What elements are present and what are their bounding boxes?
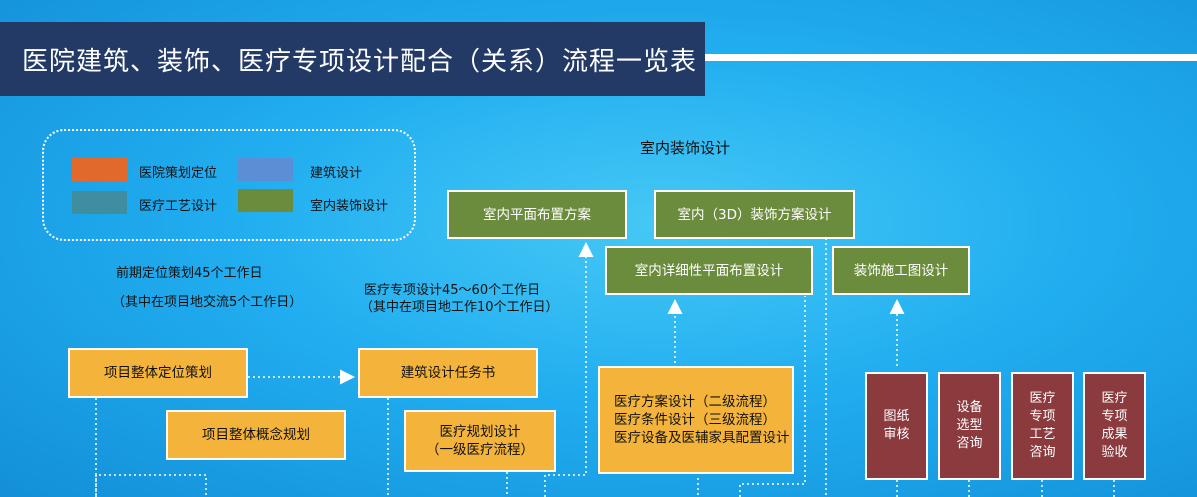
legend-label-architecture: 建筑设计 (310, 166, 363, 181)
box-drawing-review: 图纸 审核 (865, 372, 928, 480)
box-medical-plan: 医疗规划设计 （一级医疗流程） (404, 410, 556, 472)
box-equipment-selection: 设备 选型 咨询 (938, 372, 1001, 480)
connector-detailplan-loop (739, 296, 806, 497)
interior-section-title: 室内装饰设计 (640, 139, 731, 157)
box-medical-process-consult-line2: 专项 (1029, 409, 1056, 424)
medical-duration-note: 医疗专项设计45～60个工作日 (364, 283, 541, 298)
box-interior-plan-label: 室内平面布置方案 (483, 206, 591, 223)
legend-swatch-architecture (238, 158, 293, 181)
box-construction-drawing: 装饰施工图设计 (832, 246, 970, 295)
legend-swatch-interior (238, 189, 293, 212)
box-medical-process-consult: 医疗 专项 工艺 咨询 (1011, 372, 1074, 480)
box-concept-label: 项目整体概念规划 (202, 427, 310, 443)
legend-swatch-planning (72, 158, 127, 181)
box-interior-detail-plan: 室内详细性平面布置设计 (605, 246, 813, 295)
box-positioning: 项目整体定位策划 (68, 348, 248, 398)
legend: 医院策划定位 建筑设计 医疗工艺设计 室内装饰设计 (42, 129, 416, 241)
box-medical-result-accept-line4: 验收 (1101, 445, 1128, 460)
box-interior-plan: 室内平面布置方案 (447, 190, 627, 239)
box-positioning-label: 项目整体定位策划 (104, 365, 212, 381)
box-medical-result-accept-line2: 专项 (1101, 409, 1128, 424)
box-medical-result-accept-line3: 成果 (1101, 427, 1128, 442)
box-equipment-selection-line1: 设备 (956, 400, 983, 415)
box-drawing-review-line1: 图纸 (883, 409, 910, 424)
header-rule (705, 54, 1197, 61)
box-medical-plan-line1: 医疗规划设计 (439, 424, 521, 440)
medical-onsite-note: （其中在项目地工作10个工作日） (360, 300, 559, 315)
legend-label-planning: 医院策划定位 (139, 166, 218, 181)
box-task-book: 建筑设计任务书 (358, 348, 538, 398)
box-medical-process-consult-line1: 医疗 (1029, 391, 1056, 406)
legend-label-interior: 室内装饰设计 (310, 199, 389, 214)
page-title: 医院建筑、装饰、医疗专项设计配合（关系）流程一览表 (22, 46, 698, 77)
box-medical-result-accept: 医疗 专项 成果 验收 (1083, 372, 1146, 480)
box-drawing-review-line2: 审核 (883, 427, 910, 442)
box-interior-3d: 室内（3D）装饰方案设计 (654, 190, 855, 239)
title-banner: 医院建筑、装饰、医疗专项设计配合（关系）流程一览表 (0, 22, 705, 96)
box-medical-detail: 医疗方案设计（二级流程） 医疗条件设计（三级流程） 医疗设备及医辅家具配置设计 (598, 366, 794, 474)
preplan-duration-note: 前期定位策划45个工作日 (116, 266, 263, 281)
legend-swatch-medical (72, 191, 127, 214)
box-interior-detail-plan-label: 室内详细性平面布置设计 (634, 262, 784, 279)
box-medical-process-consult-line3: 工艺 (1029, 427, 1056, 442)
box-interior-3d-label: 室内（3D）装饰方案设计 (677, 206, 832, 223)
connector-to-interior-plan (544, 242, 594, 497)
box-medical-detail-line1: 医疗方案设计（二级流程） (614, 394, 776, 410)
box-construction-drawing-label: 装饰施工图设计 (853, 262, 949, 279)
box-medical-detail-line3: 医疗设备及医辅家具配置设计 (614, 430, 790, 446)
box-equipment-selection-line3: 咨询 (956, 436, 983, 451)
box-medical-detail-line2: 医疗条件设计（三级流程） (614, 412, 776, 428)
box-equipment-selection-line2: 选型 (956, 418, 983, 433)
box-task-book-label: 建筑设计任务书 (400, 365, 496, 381)
box-concept: 项目整体概念规划 (166, 410, 346, 460)
legend-label-medical: 医疗工艺设计 (139, 199, 218, 214)
box-medical-plan-line2: （一级医疗流程） (426, 442, 534, 458)
connector-concept-link (95, 474, 207, 497)
box-medical-process-consult-line4: 咨询 (1029, 445, 1056, 460)
preplan-onsite-note: （其中在项目地交流5个工作日） (112, 295, 303, 310)
box-medical-result-accept-line1: 医疗 (1101, 391, 1128, 406)
